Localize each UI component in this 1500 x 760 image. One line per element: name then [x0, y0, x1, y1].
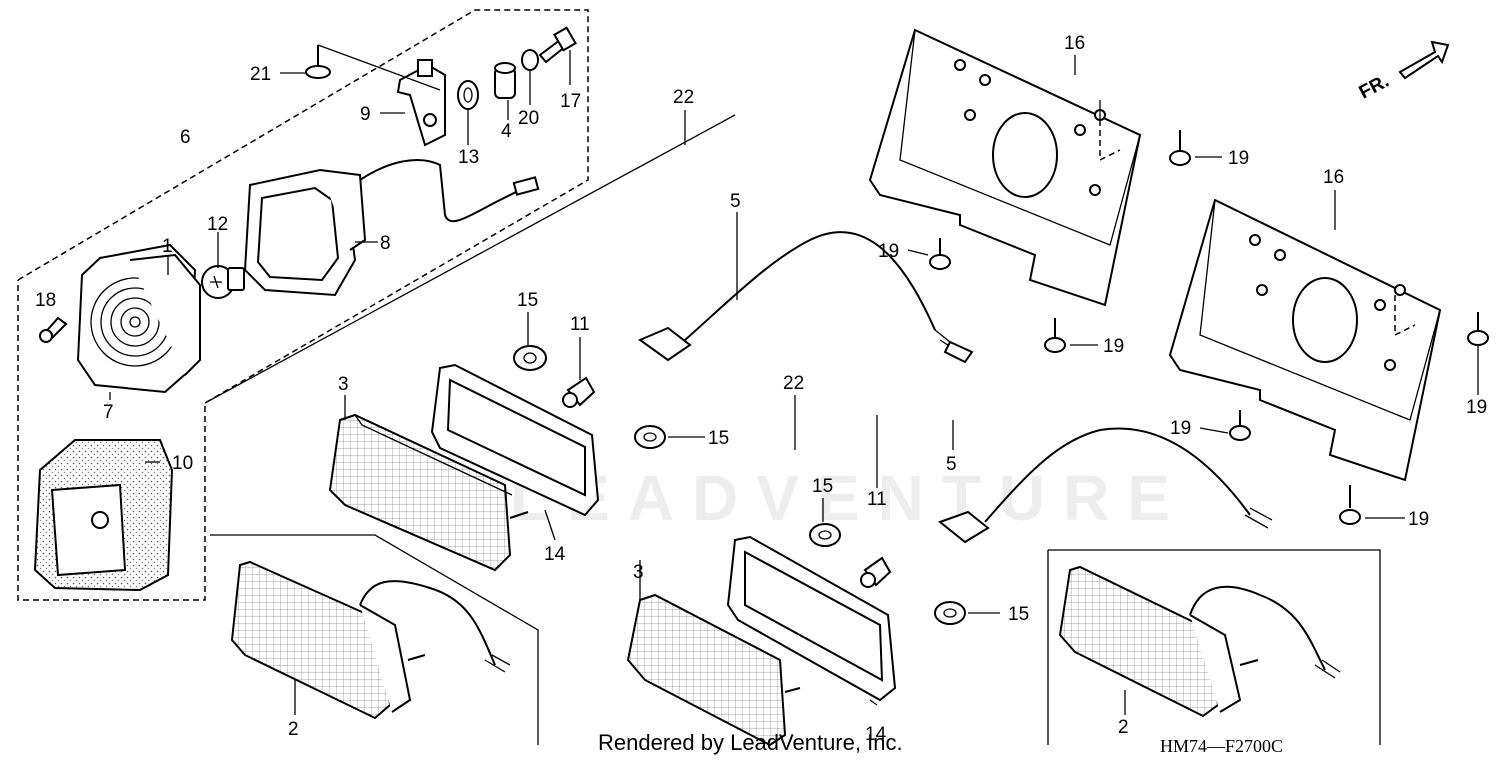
callout-2-left: 2	[288, 719, 299, 740]
harness-5-center	[937, 427, 1273, 544]
bolt-17	[538, 26, 577, 64]
callout-21: 21	[250, 64, 271, 85]
foglight-lens-3-center	[626, 593, 801, 747]
headlight-housing	[243, 159, 540, 297]
callout-5-center: 5	[946, 454, 957, 475]
foglight-2-left	[230, 560, 511, 720]
callout-10: 10	[172, 453, 193, 474]
foglight-2-right	[1058, 565, 1341, 718]
callout-16-upper: 16	[1064, 33, 1085, 54]
grommet-15-upper	[513, 345, 547, 371]
callout-2-right: 2	[1118, 717, 1129, 738]
callout-15-right: 15	[1008, 604, 1029, 625]
callout-4: 4	[501, 121, 512, 142]
headlight-cover	[33, 439, 174, 592]
headlight-bulb	[201, 265, 245, 299]
gasket-14-upper	[430, 363, 600, 517]
callout-12: 12	[207, 214, 228, 235]
callout-1: 1	[162, 236, 173, 257]
foglight-group-frame-left	[204, 114, 736, 745]
grommet-15-center-b	[634, 425, 666, 449]
headlight-lens	[76, 243, 201, 394]
callout-15-center: 15	[812, 476, 833, 497]
render-credit: Rendered by LeadVenture, Inc.	[598, 730, 903, 755]
grommet-13	[457, 80, 479, 110]
callout-17: 17	[560, 91, 581, 112]
bracket-16-upper	[868, 28, 1142, 307]
callout-19-a: 19	[1228, 148, 1249, 169]
callout-6: 6	[180, 127, 191, 148]
callout-19-c: 19	[1103, 336, 1124, 357]
assembly-line-21	[317, 44, 441, 91]
callout-20: 20	[518, 108, 539, 129]
callout-22-center: 22	[783, 373, 804, 394]
callout-3-upper: 3	[338, 374, 349, 395]
foglight-lens-3-upper	[328, 413, 529, 572]
foglight-group-frame-right	[1047, 549, 1381, 745]
clip-19-d	[1467, 312, 1489, 346]
grommet-15-center-a	[809, 523, 841, 547]
callout-9: 9	[360, 104, 371, 125]
clip-19-c	[1044, 318, 1066, 353]
headlight-group-frame	[17, 9, 589, 601]
callout-19-f: 19	[1408, 509, 1429, 530]
callout-11-upper: 11	[570, 314, 590, 335]
harness-5-upper	[637, 231, 974, 364]
callout-22-upper: 22	[673, 87, 694, 108]
callout-3-center: 3	[633, 562, 644, 583]
washer-20	[521, 49, 539, 71]
grommet-15-center-c	[934, 601, 966, 625]
diagram-code: HM74—F2700C	[1160, 736, 1283, 756]
bulb-11-upper	[562, 376, 596, 408]
callout-16-lower: 16	[1323, 167, 1344, 188]
callout-18: 18	[35, 290, 56, 311]
watermark-text: LEADVENTURE	[510, 462, 1188, 534]
clip-19-b	[929, 238, 951, 270]
leader-lines	[109, 50, 1479, 715]
collar-4	[494, 62, 516, 99]
callout-8: 8	[380, 233, 391, 254]
callout-15-upper: 15	[517, 290, 538, 311]
bracket-16-lower	[1168, 198, 1442, 482]
callout-19-e: 19	[1170, 418, 1191, 439]
callout-14-center: 14	[865, 724, 887, 745]
clip-19-f	[1339, 485, 1361, 525]
callout-7: 7	[103, 402, 114, 423]
callout-11-center: 11	[867, 489, 887, 510]
callout-labels: 1 2 2 3 3 4 5 5 6 7 8 9 10 11 11 12 13 1…	[35, 33, 1487, 745]
front-direction-label: FR.	[1356, 71, 1393, 104]
front-direction-arrow	[1398, 40, 1450, 80]
callout-14-upper: 14	[544, 544, 566, 565]
clip-19-a	[1169, 130, 1191, 166]
bolt-21	[305, 45, 331, 79]
clip-19-e	[1229, 410, 1251, 441]
callout-19-d: 19	[1466, 397, 1487, 418]
callout-19-b: 19	[878, 241, 899, 262]
bracket-9	[396, 59, 446, 147]
callout-5-upper: 5	[730, 191, 741, 212]
screw-18	[39, 316, 68, 343]
callout-15-left: 15	[708, 428, 729, 449]
gasket-14-center	[726, 535, 897, 702]
callout-13: 13	[458, 147, 479, 168]
bulb-11-center	[860, 556, 892, 588]
